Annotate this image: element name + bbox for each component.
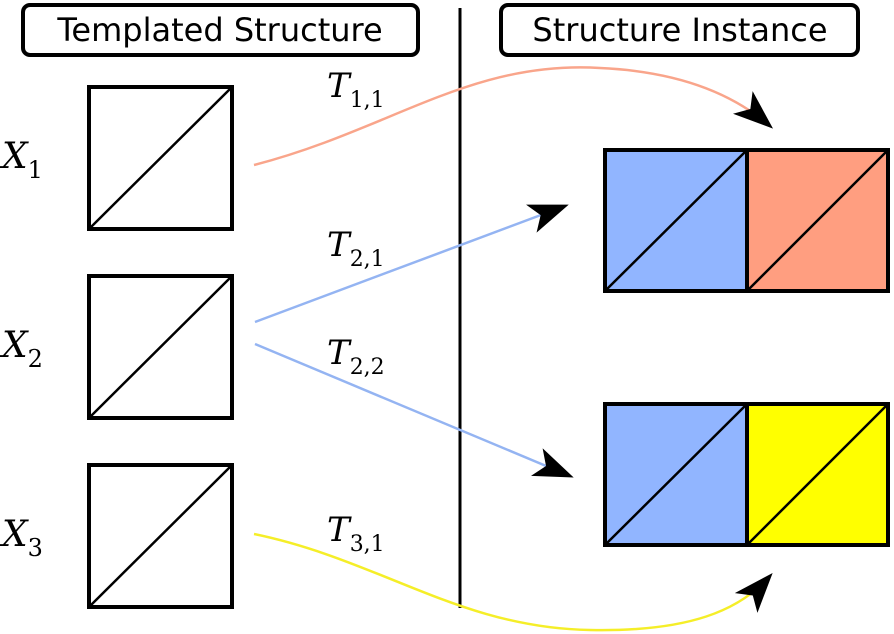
header-right: Structure Instance [499, 3, 860, 57]
template-square-2 [87, 274, 234, 420]
transform-arrow-2-1 [254, 204, 569, 324]
template-square-3 [87, 463, 234, 609]
header-right-label: Structure Instance [532, 11, 827, 49]
header-left-label: Templated Structure [56, 11, 382, 49]
header-left-box [21, 3, 420, 57]
template-square-1 [87, 85, 234, 231]
instance-1 [603, 148, 890, 293]
template-label-2: X2 [0, 325, 43, 373]
transform-label-1-1: T1,1 [327, 66, 385, 113]
header-left: Templated Structure [21, 3, 420, 57]
transform-arrow-2-2 [254, 342, 574, 478]
transform-arrow-3-1 [253, 532, 773, 632]
template-label-3: X3 [0, 514, 43, 562]
transform-label-2-2: T2,2 [327, 333, 385, 380]
transform-label-3-1: T3,1 [327, 510, 385, 557]
transform-label-2-1: T2,1 [327, 225, 385, 272]
template-label-1: X1 [0, 136, 43, 184]
header-right-box [499, 3, 860, 57]
transform-arrow-1-1 [253, 66, 774, 167]
instance-2 [603, 402, 890, 547]
